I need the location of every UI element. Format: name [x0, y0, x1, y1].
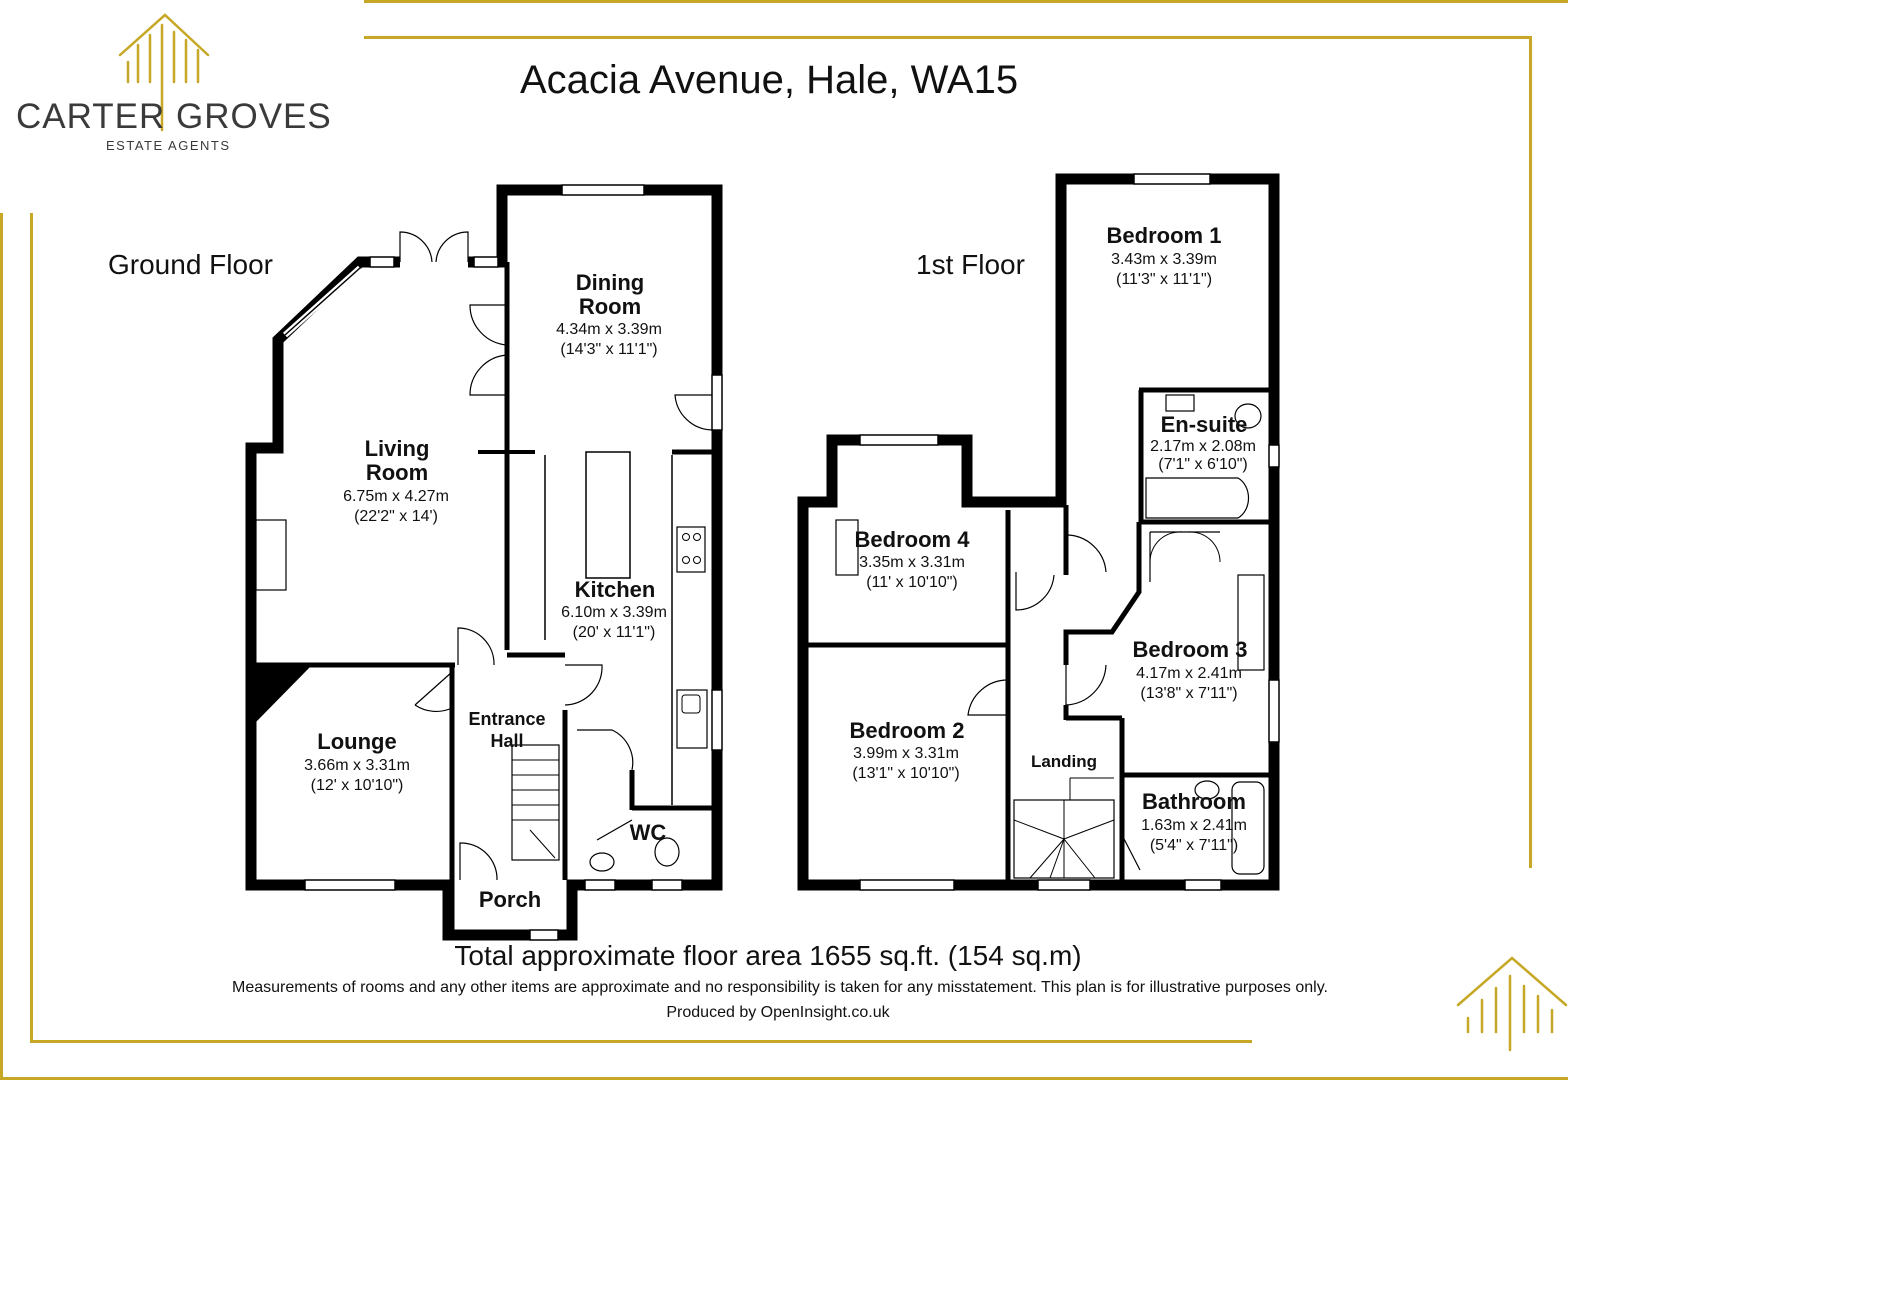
living-room-dim-m: 6.75m x 4.27m [343, 488, 449, 505]
bedroom-2-dim-m: 3.99m x 3.31m [853, 745, 959, 762]
frame-bottom-outer [0, 1077, 1568, 1080]
first-floor-label: 1st Floor [916, 249, 1025, 280]
ensuite-dim-ft: (7'1" x 6'10") [1158, 456, 1248, 473]
page-title: Acacia Avenue, Hale, WA15 [520, 58, 1019, 102]
bedroom-4-dim-m: 3.35m x 3.31m [859, 554, 965, 571]
dining-room-dim-m: 4.34m x 3.39m [556, 321, 662, 338]
wc-name: WC [630, 820, 667, 845]
living-room-dim-ft: (22'2" x 14') [354, 508, 438, 525]
frame-top-outer [364, 0, 1568, 3]
bedroom-1-dim-ft: (11'3" x 11'1") [1116, 271, 1212, 288]
first-floor-plan [797, 173, 1280, 891]
bathroom-dim-m: 1.63m x 2.41m [1141, 817, 1247, 834]
ensuite-dim-m: 2.17m x 2.08m [1150, 438, 1256, 455]
living-room-name-1: Living [365, 436, 430, 461]
frame-left-inner [30, 213, 33, 1040]
bedroom-1-name: Bedroom 1 [1107, 223, 1222, 248]
bathroom-name: Bathroom [1142, 789, 1246, 814]
landing-name: Landing [1031, 752, 1097, 771]
bedroom-2-dim-ft: (13'1" x 10'10") [852, 765, 959, 782]
bedroom-1-dim-m: 3.43m x 3.39m [1111, 251, 1217, 268]
dining-room-name-1: Dining [576, 270, 644, 295]
brand-tagline: ESTATE AGENTS [106, 138, 231, 153]
disclaimer: Measurements of rooms and any other item… [232, 979, 1328, 996]
living-room-name-2: Room [366, 460, 428, 485]
bedroom-2-name: Bedroom 2 [850, 718, 965, 743]
porch-name: Porch [479, 887, 541, 912]
entrance-hall-name-1: Entrance [468, 709, 545, 729]
lounge-dim-ft: (12' x 10'10") [311, 777, 404, 794]
floor-plan-drawing: Dining Room 4.34m x 3.39m (14'3" x 11'1"… [245, 173, 1280, 941]
entrance-hall-name-2: Hall [490, 731, 523, 751]
frame-left-outer [0, 213, 3, 1080]
dining-room-name-2: Room [579, 294, 641, 319]
frame-right-inner [1529, 36, 1532, 868]
lounge-name: Lounge [317, 729, 396, 754]
bedroom-4-dim-ft: (11' x 10'10") [866, 574, 958, 591]
produced-by: Produced by OpenInsight.co.uk [666, 1004, 890, 1021]
bedroom-3-dim-ft: (13'8" x 7'11") [1140, 685, 1237, 702]
bathroom-dim-ft: (5'4" x 7'11") [1150, 837, 1238, 854]
kitchen-name: Kitchen [575, 577, 656, 602]
kitchen-dim-m: 6.10m x 3.39m [561, 604, 667, 621]
ground-floor-plan [245, 184, 723, 941]
frame-top-inner [364, 36, 1532, 39]
brand-name: CARTER GROVES [16, 97, 332, 136]
bedroom-3-dim-m: 4.17m x 2.41m [1136, 665, 1242, 682]
ensuite-name: En-suite [1161, 412, 1248, 437]
total-floor-area: Total approximate floor area 1655 sq.ft.… [454, 940, 1082, 971]
dining-room-dim-ft: (14'3" x 11'1") [560, 341, 657, 358]
frame-bottom-inner [30, 1040, 1252, 1043]
ground-floor-label: Ground Floor [108, 249, 273, 280]
lounge-dim-m: 3.66m x 3.31m [304, 757, 410, 774]
kitchen-dim-ft: (20' x 11'1") [573, 624, 656, 641]
bedroom-3-name: Bedroom 3 [1133, 637, 1248, 662]
bedroom-4-name: Bedroom 4 [855, 527, 971, 552]
